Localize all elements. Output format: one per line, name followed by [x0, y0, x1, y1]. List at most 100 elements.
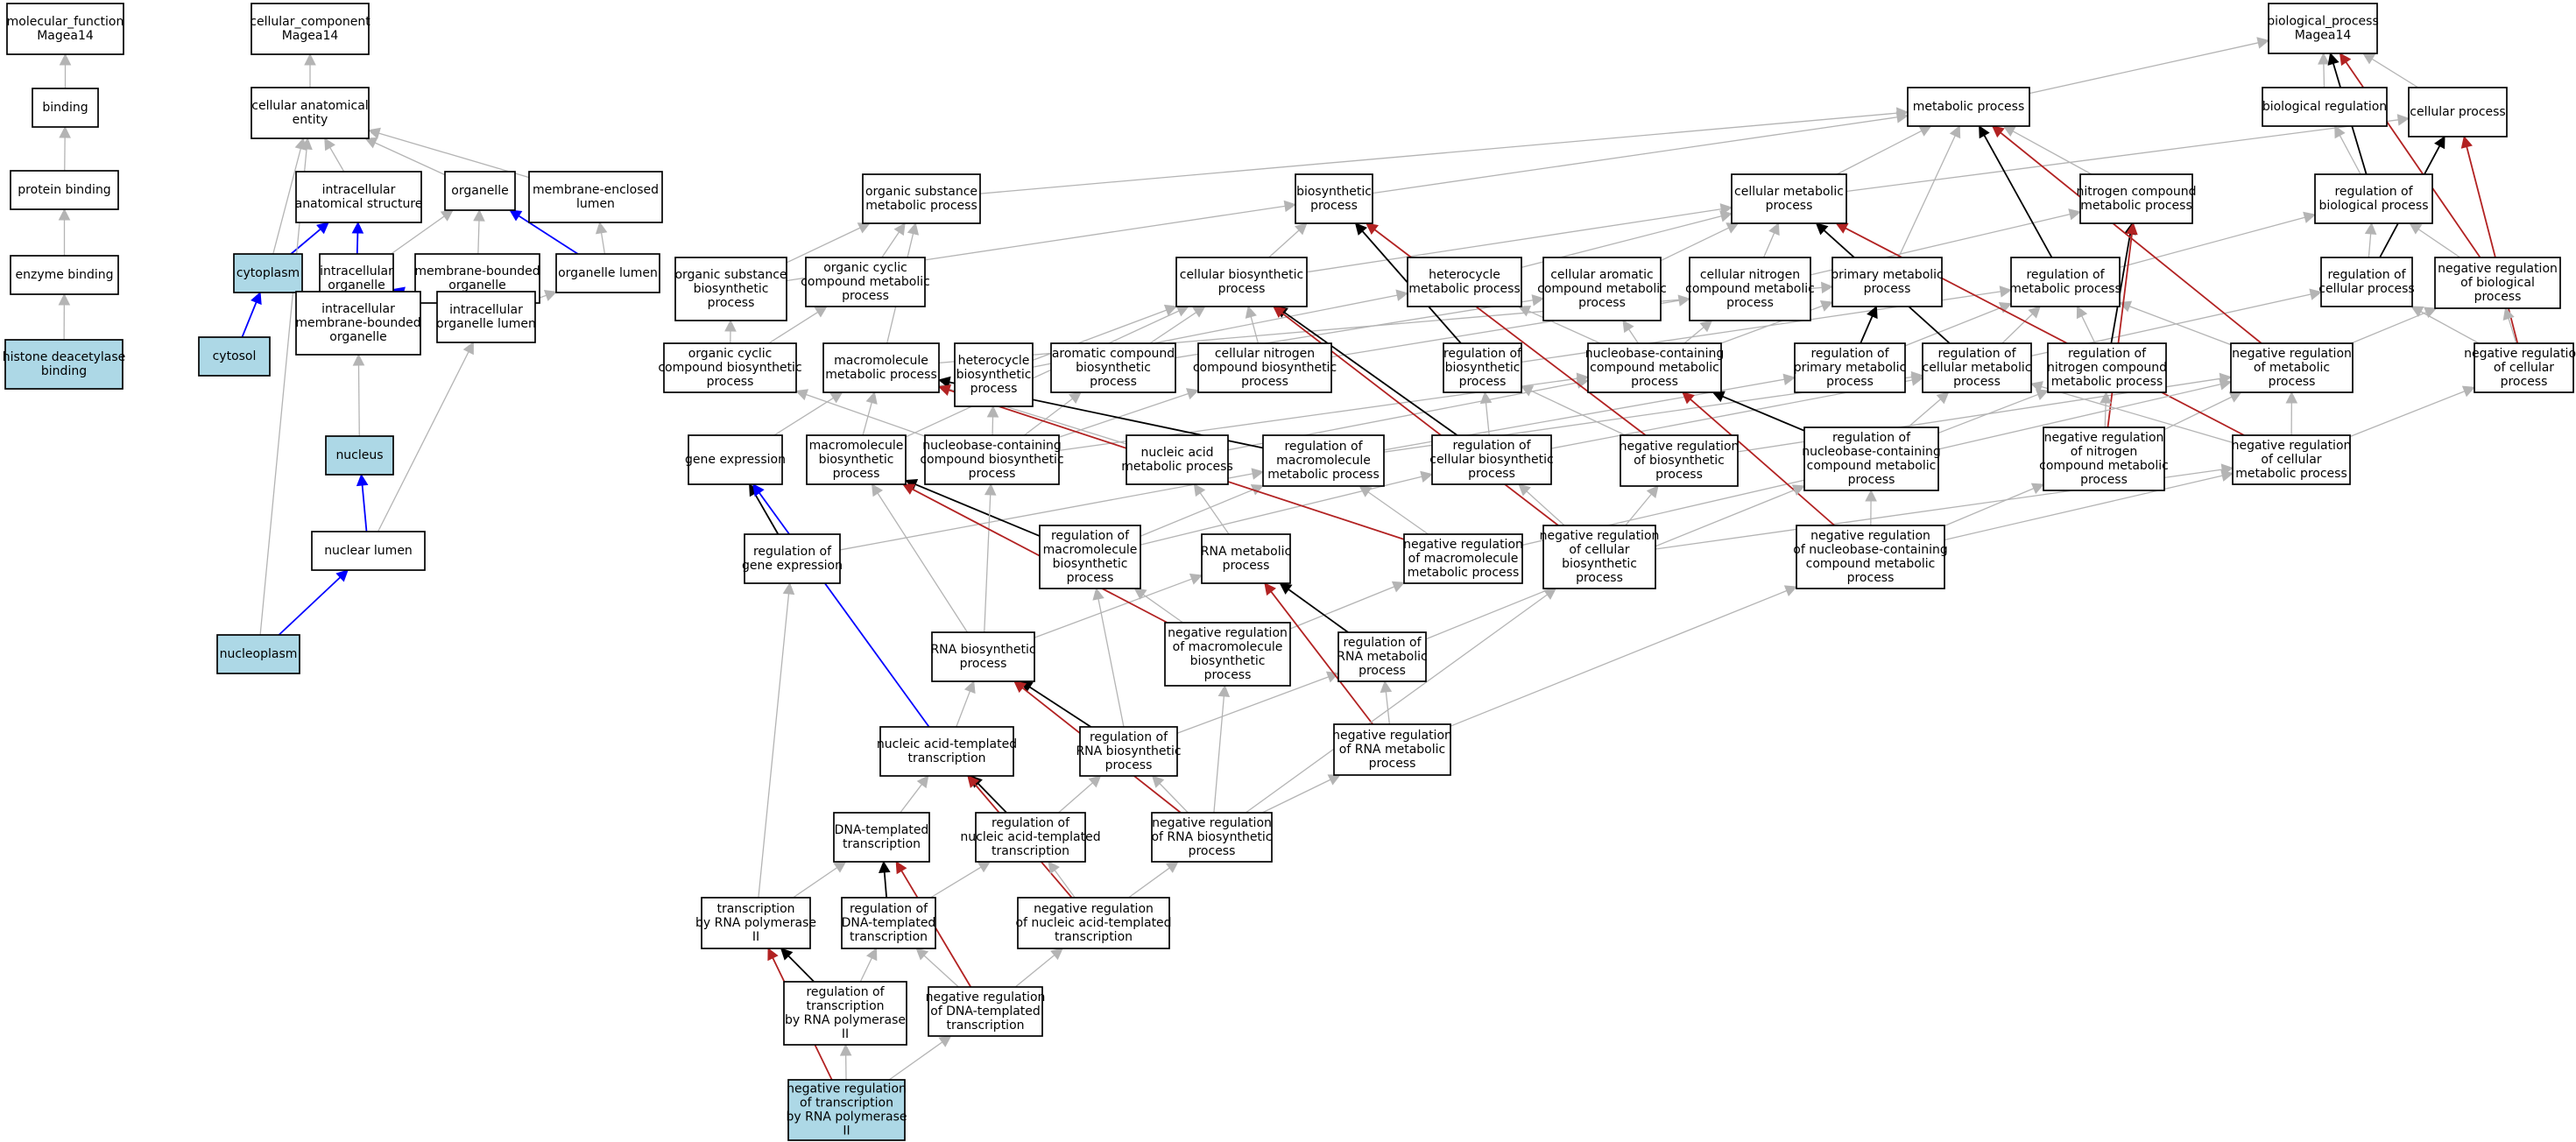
go-term-node-cytoplasm[interactable]: cytoplasm [233, 253, 303, 293]
edge-line [1029, 686, 1091, 728]
node-box [10, 255, 119, 295]
arrowhead-icon [1251, 468, 1265, 480]
node-box [954, 342, 1034, 407]
arrowhead-icon [1151, 775, 1165, 788]
edge-line [888, 1041, 943, 1081]
go-term-node-cytosol[interactable]: cytosol [198, 336, 271, 377]
node-label-line: Magea14 [2295, 29, 2352, 43]
go-term-node-mp[interactable]: metabolic process [1907, 87, 2030, 127]
edge-rtrp2-to-trp2 [780, 948, 815, 983]
go-term-node-rnbcmp[interactable]: regulation ofnucleobase-containingcompou… [1802, 426, 1941, 491]
node-box [295, 291, 421, 356]
go-term-node-br[interactable]: biological regulation [2262, 87, 2388, 127]
node-box [2230, 342, 2354, 393]
go-term-node-enzyme_binding[interactable]: enzyme binding [10, 255, 119, 295]
go-term-node-rmbp[interactable]: regulation ofmacromoleculebiosyntheticpr… [1039, 525, 1141, 589]
go-term-node-cp[interactable]: cellular process [2408, 87, 2508, 137]
node-label-line: entity [293, 113, 328, 127]
edge-line [2508, 318, 2517, 344]
node-label-line: process [1369, 757, 1416, 771]
go-term-node-nl[interactable]: nuclear lumen [311, 531, 426, 571]
arrowhead-icon [1646, 485, 1659, 498]
go-term-node-protein_binding[interactable]: protein binding [10, 170, 119, 210]
node-box [1295, 173, 1373, 224]
go-term-node-ge[interactable]: gene expression [685, 434, 786, 485]
go-term-node-nucleus[interactable]: nucleus [325, 435, 394, 476]
node-label-line: metabolic process [2009, 282, 2121, 296]
arrowhead-icon [1991, 125, 2005, 138]
go-term-node-nucleoplasm[interactable]: nucleoplasm [216, 634, 300, 674]
go-term-node-binding[interactable]: binding [32, 88, 99, 128]
arrowhead-icon [879, 860, 891, 874]
go-term-node-ol[interactable]: organelle lumen [555, 253, 660, 293]
go-term-node-organelle[interactable]: organelle [444, 171, 516, 211]
edge-line [1270, 590, 1373, 725]
